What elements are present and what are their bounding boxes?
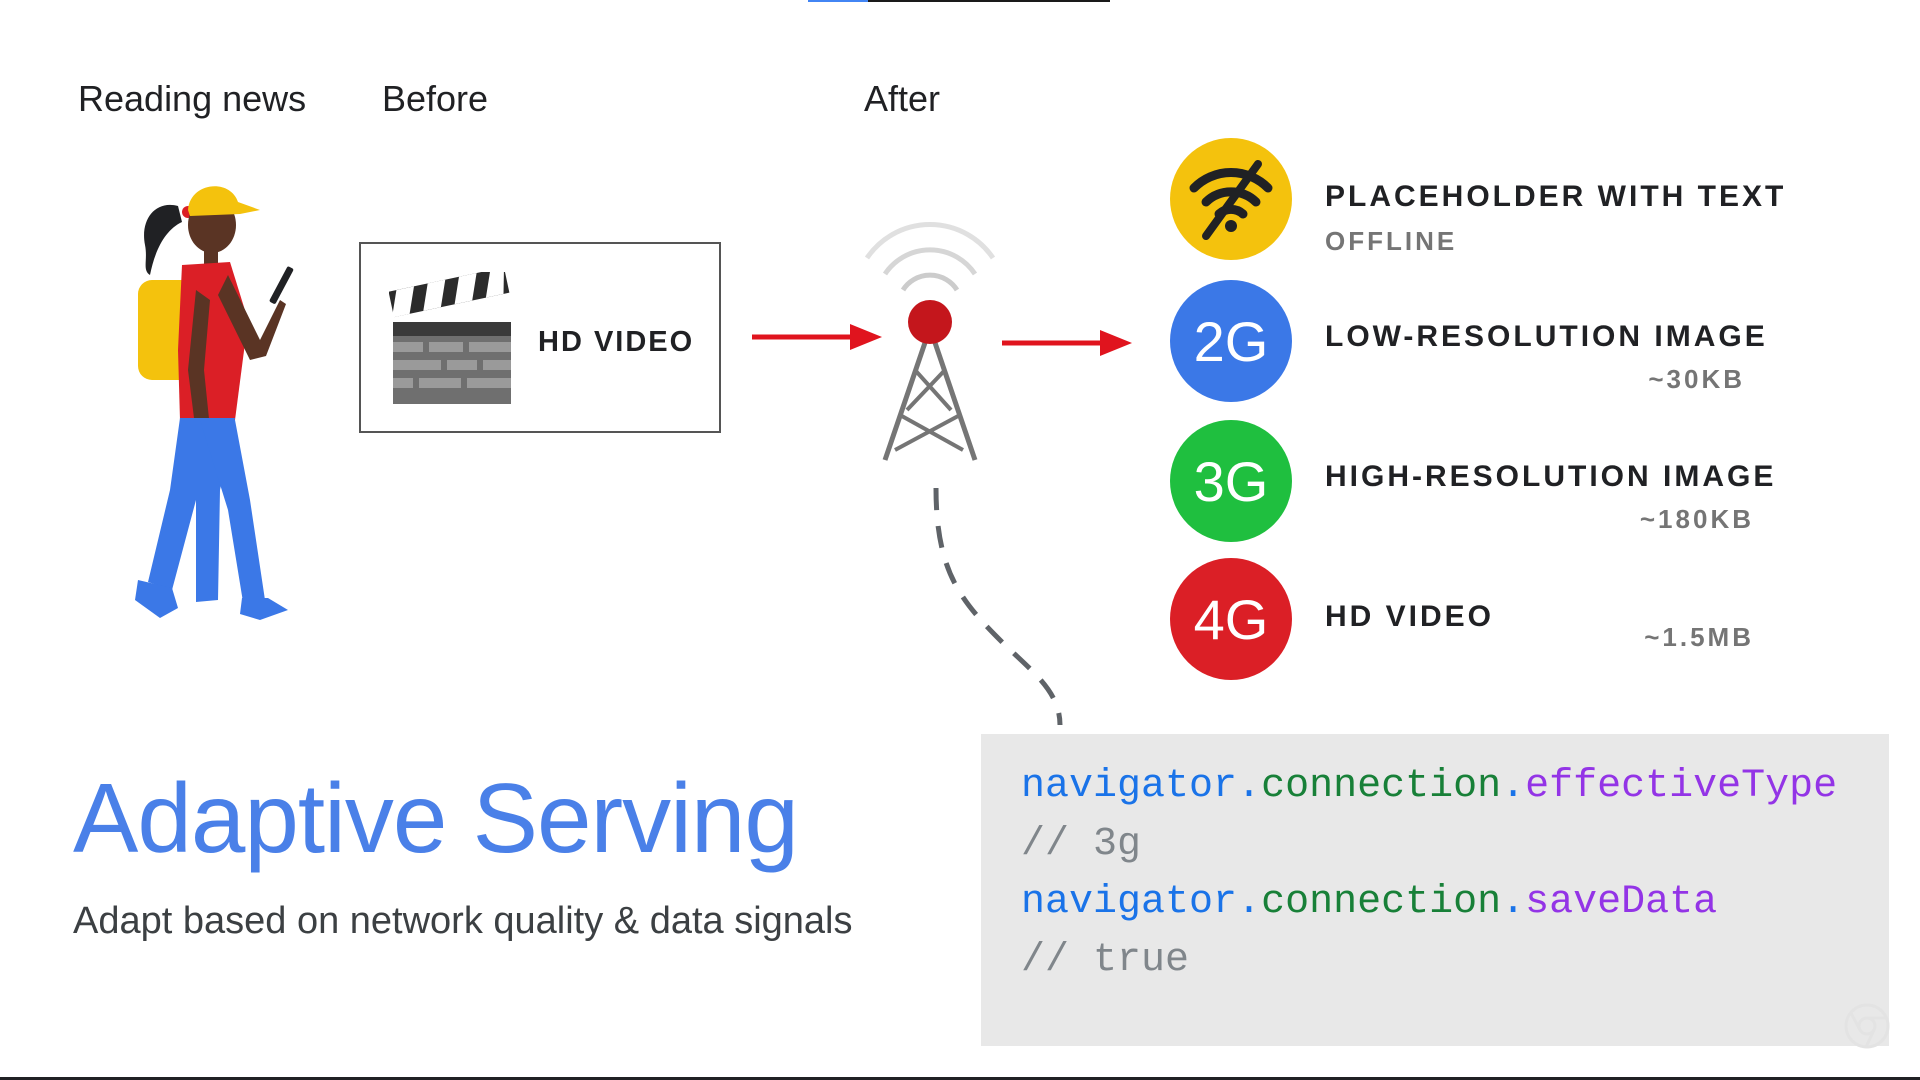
tier-3g-title: HIGH-RESOLUTION IMAGE [1325,460,1777,493]
tier-3g-detail: ~180KB [1639,504,1754,534]
badge-4g: 4G [1170,558,1292,680]
before-label: Before [382,78,489,119]
wifi-off-glyph [1189,160,1273,240]
code-comment-3g: // 3g [1021,822,1142,867]
person-walking-illustration [135,186,294,620]
arrow-to-tiers-icon [1002,330,1132,356]
tier-offline: PLACEHOLDER WITH TEXT OFFLINE [1170,138,1783,262]
before-video-label: HD VIDEO [538,326,695,358]
before-video-box: HD VIDEO [359,242,721,433]
page-title: Adaptive Serving [73,763,799,873]
wifi-off-icon [1170,138,1292,260]
tier-2g-title: LOW-RESOLUTION IMAGE [1325,320,1768,353]
code-token-property: connection [1261,764,1502,809]
tier-offline-title: PLACEHOLDER WITH TEXT [1325,180,1787,213]
after-label: After [864,78,941,119]
tier-4g-detail: ~1.5MB [1644,622,1754,652]
cell-tower-icon [864,222,996,461]
reading-news-label: Reading news [78,78,307,119]
tier-2g: 2G LOW-RESOLUTION IMAGE ~30KB [1170,280,1770,404]
code-comment-true: // true [1021,938,1190,983]
code-token-property: connection [1261,880,1502,925]
code-token-object: navigator [1021,880,1238,925]
badge-2g: 2G [1170,280,1292,402]
chrome-logo-icon [1844,1003,1890,1049]
code-panel: navigator.connection.effectiveType // 3g… [981,734,1889,1046]
code-line-effective-type: navigator.connection.effectiveType [1021,764,1838,809]
tier-4g: 4G HD VIDEO ~1.5MB [1170,558,1770,682]
top-progress-accent [808,0,868,2]
dashed-connector [933,487,1063,726]
badge-3g: 3G [1170,420,1292,542]
arrow-to-tower-icon [752,324,882,350]
code-token-member: saveData [1525,880,1718,925]
bottom-divider [0,1077,1920,1080]
top-progress-bar [808,0,1110,2]
code-line-save-data: navigator.connection.saveData [1021,880,1718,925]
clapperboard-icon [389,272,511,404]
tier-4g-title: HD VIDEO [1325,600,1495,633]
tier-2g-detail: ~30KB [1648,364,1745,394]
code-token-member: effectiveType [1525,764,1838,809]
page-subtitle: Adapt based on network quality & data si… [73,900,853,942]
tier-offline-detail: OFFLINE [1325,226,1458,256]
code-token-object: navigator [1021,764,1238,809]
tier-3g: 3G HIGH-RESOLUTION IMAGE ~180KB [1170,420,1773,544]
